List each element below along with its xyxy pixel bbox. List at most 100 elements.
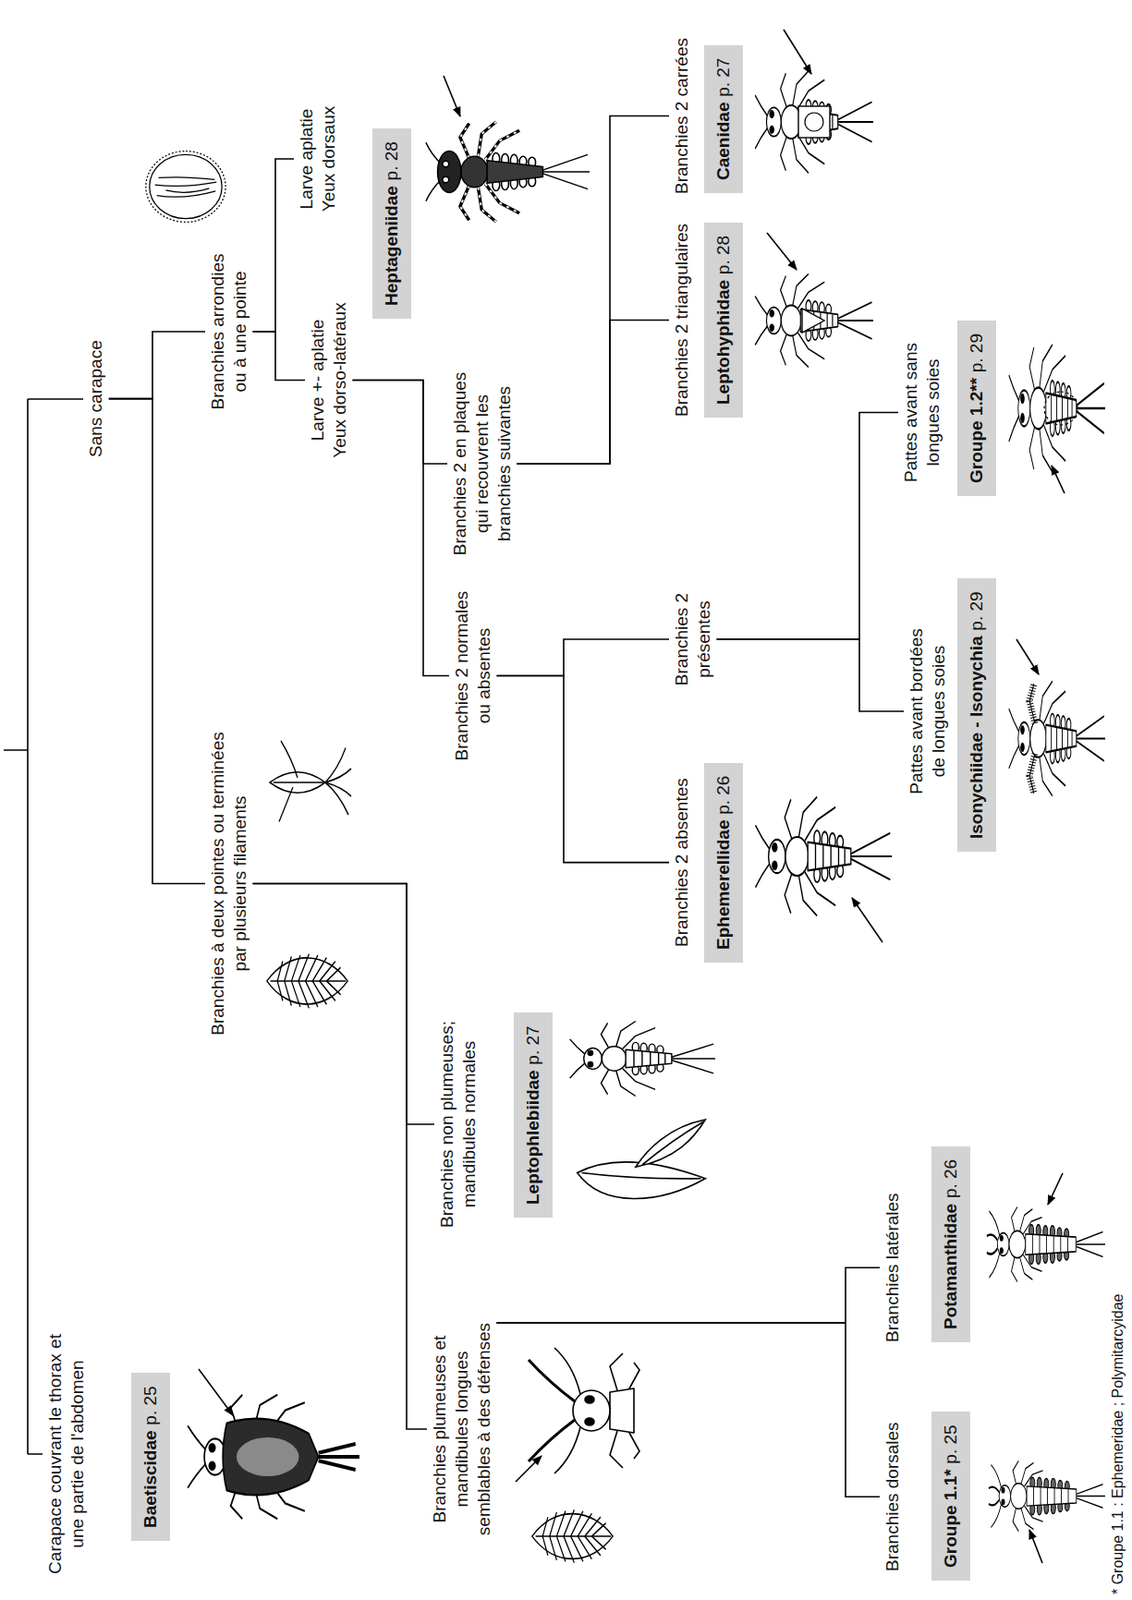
family-box: Caenidaep. 27 [704, 45, 743, 194]
abdomen-mark [1044, 391, 1078, 426]
key-connector [717, 413, 900, 641]
key-connector [253, 884, 436, 1126]
key-criterion: Branchies dorsales [879, 1418, 906, 1576]
key-criterion: Branchies à deux pointes ou terminées pa… [205, 720, 254, 1047]
key-connector [109, 399, 206, 885]
family-box: Isonychiidae - Isonychia p. 29 [957, 578, 997, 853]
key-connector [496, 1323, 880, 1498]
family-name: Heptageniidae [381, 185, 402, 306]
criterion-text: Larve +- aplatie Yeux dorso-latéraux [307, 302, 350, 458]
leptohyphidae-figure [754, 273, 874, 367]
pointer-arrow [515, 1456, 542, 1483]
footnote: * Groupe 1.1 : Ephemeridae ; Polymitarcy… [1109, 1294, 1127, 1596]
key-criterion: Carapace couvrant le thorax et une parti… [42, 1322, 91, 1587]
filament-gill-figure [269, 741, 352, 823]
pointer-arrow [1016, 639, 1039, 675]
criterion-text: Branchies 2 présentes [671, 593, 714, 686]
tusked-head-figure [528, 1348, 640, 1474]
pointer-arrow [1051, 465, 1065, 494]
family-name: Leptophlebiidae [523, 1070, 543, 1206]
family-name: Baetiscidae [140, 1430, 160, 1529]
family-box: Groupe 1.1* p. 25 [931, 1411, 971, 1582]
pointer-arrows [198, 29, 1065, 1564]
head [572, 1390, 610, 1432]
page-reference: p. 28 [381, 141, 402, 181]
key-connector [497, 639, 670, 677]
criterion-text: Branchies dorsales [882, 1422, 902, 1572]
page-reference: p. 26 [713, 776, 733, 816]
key-connector [253, 331, 306, 381]
page-reference: p. 29 [966, 591, 986, 631]
family-name: Ephemerellidae [713, 820, 733, 950]
family-box: Heptageniidae p. 28 [372, 128, 412, 319]
potamanthidae-figure [986, 1207, 1106, 1283]
plumose-gill-figure [532, 1509, 613, 1563]
plumose-gill-figure [267, 954, 348, 1010]
key-connector [352, 380, 449, 465]
thorax [609, 1388, 634, 1434]
family-box: Potamanthidaep. 26 [931, 1146, 971, 1343]
key-connector [516, 319, 670, 464]
family-name: Isonychiidae - Isonychia [966, 635, 986, 840]
gill-plate-mark [804, 112, 824, 132]
family-box: Leptohyphidae p. 28 [704, 222, 743, 418]
key-connector [109, 331, 206, 400]
criterion-text: Branchies 2 en plaques qui recouvrent le… [450, 372, 514, 557]
page-reference: p. 26 [940, 1159, 961, 1199]
pointer-arrow [198, 1369, 233, 1416]
criterion-text: Pattes avant sans longues soies [900, 342, 943, 483]
criterion-text: Branchies à deux pointes ou terminées pa… [207, 731, 250, 1035]
family-name: Groupe 1.2** [966, 377, 986, 484]
page-reference: p. 27 [523, 1025, 543, 1065]
leaf-gill-figure [577, 1119, 706, 1199]
leg-fringe [1029, 683, 1035, 794]
family-box: Baetiscidae p. 25 [131, 1373, 171, 1542]
criterion-text: Branchies 2 triangulaires [671, 223, 692, 417]
heptageniidae-figure [426, 121, 590, 222]
page-reference: p. 29 [966, 333, 986, 373]
leptophlebiidae-figure [570, 1022, 716, 1097]
eye [584, 1396, 595, 1404]
baetiscidae-figure [187, 1395, 360, 1520]
pointer-arrow [852, 898, 883, 943]
key-connector [253, 158, 295, 332]
key-criterion: Branchies latérales [879, 1189, 906, 1347]
caenidae-figure [754, 71, 874, 173]
family-box: Groupe 1.2** p. 29 [957, 320, 997, 497]
page-reference: p. 25 [140, 1386, 160, 1425]
pointer-arrow [766, 232, 797, 270]
key-connector [352, 380, 451, 677]
group-1-1-figure [988, 1460, 1106, 1533]
page-reference: p. 28 [713, 235, 733, 275]
pointer-arrow [443, 75, 461, 117]
page-reference: p. 25 [940, 1424, 961, 1464]
key-criterion: Branchies plumeuses et mandibules longue… [426, 1305, 497, 1554]
key-criterion: Larve aplatie Yeux dorsaux [293, 95, 342, 223]
key-connector [497, 676, 670, 864]
family-name: Groupe 1.1* [940, 1469, 961, 1569]
key-criterion: Branchies 2 triangulaires [669, 219, 695, 421]
square-gill-plate [798, 106, 830, 138]
criterion-text: Larve aplatie Yeux dorsaux [296, 106, 339, 212]
ephemerellidae-figure [755, 797, 893, 917]
rounded-gill-figure [146, 151, 226, 223]
key-criterion: Branchies non plumeuses; mandibules norm… [434, 1010, 483, 1240]
criterion-text: Branchies 2 normales ou absentes [451, 591, 494, 762]
family-box: Ephemerellidae p. 26 [704, 763, 743, 963]
key-criterion: Pattes avant sans longues soies [898, 332, 947, 493]
key-connector [516, 116, 670, 464]
root-bracket [3, 399, 84, 1455]
key-connector [253, 884, 428, 1431]
family-name: Leptohyphidae [713, 279, 733, 405]
criterion-text: Branchies latérales [882, 1192, 902, 1343]
criterion-text: Pattes avant bordées de longues soies [906, 628, 949, 795]
criterion-text: Carapace couvrant le thorax et une parti… [45, 1334, 87, 1575]
key-criterion: Larve +- aplatie Yeux dorso-latéraux [304, 295, 353, 465]
leg [609, 1353, 640, 1469]
pointer-arrow [1029, 1530, 1043, 1564]
criterion-text: Branchies 2 carrées [671, 37, 692, 195]
family-box: Leptophlebiidae p. 27 [513, 1012, 553, 1218]
key-criterion: Branchies arrondies ou à une pointe [205, 243, 254, 420]
